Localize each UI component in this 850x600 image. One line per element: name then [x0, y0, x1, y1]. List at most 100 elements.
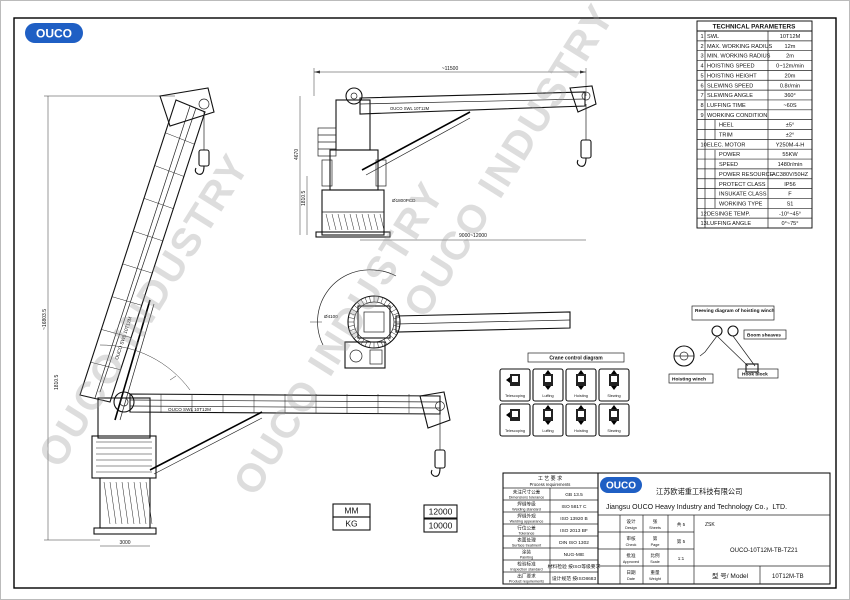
control-cell: Telescoping	[499, 368, 531, 402]
svg-text:Scale: Scale	[650, 560, 660, 564]
tech-param-name: INSUKATE CLASS	[719, 192, 767, 198]
svg-text:Tolerance: Tolerance	[519, 532, 535, 536]
control-label: Telescoping	[505, 394, 525, 398]
length-value: 12000	[429, 507, 453, 517]
tech-param-value: F	[788, 192, 792, 198]
control-cell: Luffing	[532, 403, 564, 437]
svg-text:重量: 重量	[650, 569, 660, 576]
svg-text:第 5: 第 5	[677, 538, 686, 545]
svg-text:GB 13.5: GB 13.5	[565, 492, 583, 498]
lever-arrow-icon	[543, 405, 553, 425]
tech-param-value: 12m	[785, 44, 796, 50]
dim-main-height: ~16803.5	[42, 309, 48, 330]
tech-param-name: WORKING CONDITION	[707, 113, 767, 119]
tech-param-value: Y250M-4-H	[776, 142, 805, 148]
control-label: Slewing	[607, 394, 620, 398]
svg-text:OUCO: OUCO	[36, 27, 72, 41]
dim-overall-length: ~11500	[442, 66, 459, 72]
control-cell: Slewing	[598, 368, 630, 402]
svg-text:Welding appearance: Welding appearance	[510, 520, 544, 524]
svg-text:ZSK: ZSK	[705, 522, 715, 528]
control-cell: Luffing	[532, 368, 564, 402]
tech-param-no: 3	[701, 54, 704, 60]
lever-arrow-icon	[609, 370, 619, 390]
crane-plan-view: Ø4100	[310, 269, 571, 369]
svg-text:材料检验 按ISO等级要求: 材料检验 按ISO等级要求	[548, 563, 601, 570]
tech-param-value: 55KW	[782, 152, 798, 158]
svg-text:工 艺 要 求: 工 艺 要 求	[538, 475, 562, 482]
tech-param-no: 8	[701, 103, 704, 109]
svg-text:张: 张	[653, 518, 658, 525]
tech-param-no: 6	[701, 83, 704, 89]
tech-param-name: PROTECT CLASS	[719, 182, 766, 188]
tech-param-name: HEEL	[719, 123, 734, 129]
unit-boxes: MM KG 12000 10000	[332, 503, 458, 533]
crane-control-diagram-title: Crane control diagram	[549, 356, 603, 362]
tech-param-name: SPEED	[719, 162, 738, 168]
reeving-title: Reeving diagram of hoisting winch	[695, 308, 774, 314]
svg-text:第: 第	[653, 535, 658, 542]
tech-param-row: HEEL±5°	[697, 123, 812, 130]
svg-text:Inspection standard: Inspection standard	[510, 568, 542, 572]
dim-base-width: 3000	[119, 540, 130, 546]
tech-param-name: HOISTING HEIGHT	[707, 73, 757, 79]
drawing-border	[13, 17, 837, 589]
svg-text:NUG-MIE: NUG-MIE	[564, 552, 585, 558]
tech-param-name: POWER	[719, 152, 740, 158]
svg-text:表面处理: 表面处理	[517, 537, 536, 544]
tech-param-name: HOISTING SPEED	[707, 64, 755, 70]
tech-param-value: 1480r/min	[778, 162, 803, 168]
svg-text:行位公差: 行位公差	[517, 525, 536, 532]
control-cell: Slewing	[598, 403, 630, 437]
brand-logo-titleblock: OUCO	[606, 481, 636, 492]
technical-parameters-title: TECHNICAL PARAMETERS	[713, 24, 797, 31]
tech-param-no: 4	[701, 64, 704, 70]
tech-param-value: S1	[787, 201, 794, 207]
boom-text-small: OUCO SWL 10T12M	[390, 106, 430, 111]
brand-logo-top: OUCO	[25, 23, 83, 43]
hook-block-label: Hook block	[742, 372, 768, 378]
svg-text:Dimensions tolerance: Dimensions tolerance	[509, 496, 544, 500]
lever-arrow-icon	[506, 409, 520, 421]
control-label: Hoisting	[574, 429, 588, 433]
tech-param-name: ELEC. MOTOR	[707, 142, 745, 148]
control-cell: Hoisting	[565, 368, 597, 402]
svg-text:Check: Check	[626, 543, 637, 547]
svg-text:Approved: Approved	[623, 560, 639, 564]
tech-param-no: 7	[701, 93, 704, 99]
control-cell: Telescoping	[499, 403, 531, 437]
tech-param-value: IP56	[784, 182, 796, 188]
svg-text:1:1: 1:1	[678, 556, 685, 561]
tech-param-value: 0.8r/min	[780, 83, 800, 89]
svg-text:Date: Date	[627, 577, 635, 581]
dim-slew-diameter: Ø4100	[324, 314, 338, 319]
control-label: Hoisting	[574, 394, 588, 398]
svg-text:ISO 5817 C: ISO 5817 C	[561, 504, 587, 510]
svg-text:Surface treatment: Surface treatment	[512, 544, 541, 548]
crane-side-view-main: ~16803.5 1810.5 OUCO SWL 10T12M 3000	[42, 87, 451, 547]
tech-param-name: WORKING TYPE	[719, 201, 763, 207]
svg-text:设计规范 按ISO8683: 设计规范 按ISO8683	[552, 575, 597, 582]
tech-param-name: DESINGE TEMP.	[707, 211, 750, 217]
tech-param-name: LUFFING ANGLE	[707, 221, 751, 227]
hoisting-winch-label: Hoisting winch	[672, 377, 706, 383]
tech-param-value: AC380V/50HZ	[772, 172, 809, 178]
lever-arrow-icon	[609, 405, 619, 425]
tech-param-no: 9	[701, 113, 704, 119]
svg-text:ISO 2013 BF: ISO 2013 BF	[560, 528, 588, 534]
tech-param-no: 2	[701, 44, 704, 50]
svg-text:Page: Page	[651, 543, 660, 547]
